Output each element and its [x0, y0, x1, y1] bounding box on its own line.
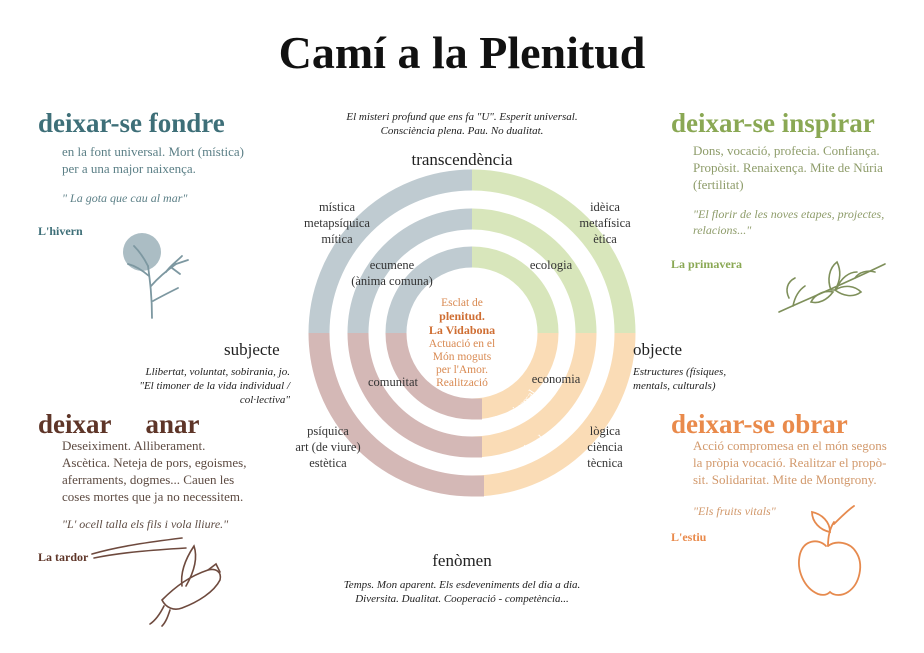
autumn-season: La tardor — [38, 550, 89, 564]
flying-bird-icon — [91, 537, 222, 627]
ring-label-outer-top-right: idèica metafísica ètica — [579, 200, 631, 246]
ring-label-inner-bottom-right: economia — [531, 372, 581, 386]
middle-ring-autumn — [347, 332, 473, 458]
winter-heading: deixar-se fondre — [38, 108, 225, 138]
summer-quote: "Els fruits vitals" — [693, 504, 776, 518]
middle-ring-summer — [471, 332, 597, 458]
autumn-quote: "L' ocell talla els fils i vola lliure." — [62, 517, 229, 531]
outer-ring-winter — [308, 169, 473, 334]
autumn-body: Deseiximent. Alliberament. Ascètica. Net… — [62, 438, 247, 504]
inner-ring-summer — [471, 332, 559, 420]
bare-tree-icon — [123, 233, 189, 319]
inner-ring-winter — [385, 246, 473, 334]
winter-season: L'hivern — [38, 224, 83, 238]
axis-transcendence: transcendència — [411, 150, 513, 169]
flower-branch-icon — [778, 260, 886, 313]
outer-ring-summer — [471, 332, 636, 497]
inner-ring-spring — [471, 246, 559, 334]
spring-body: Dons, vocació, profecia. Confiança. Prop… — [693, 143, 883, 192]
top-note: El misteri profund que ens fa "U". Esper… — [346, 111, 578, 137]
outer-ring-spring — [471, 169, 636, 334]
middle-ring-winter — [347, 208, 473, 334]
left-note: Llibertat, voluntat, sobirania, jo. "El … — [139, 366, 290, 406]
axis-object: objecte — [633, 340, 683, 359]
spring-quote: "El florir de les noves etapes, projecte… — [693, 207, 885, 237]
middle-ring-spring — [471, 208, 597, 334]
summer-season: L'estiu — [671, 530, 707, 544]
axis-phenomenon: fenòmen — [432, 551, 492, 570]
ring-label-outer-bottom-right: lògica ciència tècnica — [587, 424, 623, 470]
center-text: Esclat de plenitud. La Vidabona Actuació… — [428, 297, 496, 389]
spring-season: La primavera — [671, 257, 742, 271]
right-note: Estructures (físiques, mentals, cultural… — [633, 366, 727, 392]
inner-ring-autumn — [385, 332, 473, 420]
outer-ring-autumn — [308, 332, 473, 497]
page-title: Camí a la Plenitud — [278, 27, 646, 78]
winter-quote: " La gota que cau al mar" — [62, 191, 188, 205]
summer-body: Acció compromesa en el món segons la prò… — [693, 438, 887, 487]
ring-label-outer-bottom-left: psíquica art (de viure) estètica — [295, 424, 361, 470]
bottom-note: Temps. Mon aparent. Els esdeveniments de… — [343, 579, 581, 605]
ring-label-inner-bottom-left: comunitat — [368, 375, 418, 389]
ring-label-inner-top-left: ecumene (ànima comuna) — [351, 258, 433, 288]
ring-label-inner-top-right: ecologia — [529, 258, 573, 272]
winter-body: en la font universal. Mort (mística) per… — [62, 144, 244, 176]
ring-label-outer-top-left: mística metapsíquica mítica — [304, 200, 370, 246]
apple-fruit-icon — [798, 505, 862, 596]
spring-heading: deixar-se inspirar — [671, 108, 875, 138]
summer-heading: deixar-se obrar — [671, 409, 848, 439]
axis-subject: subjecte — [224, 340, 280, 359]
